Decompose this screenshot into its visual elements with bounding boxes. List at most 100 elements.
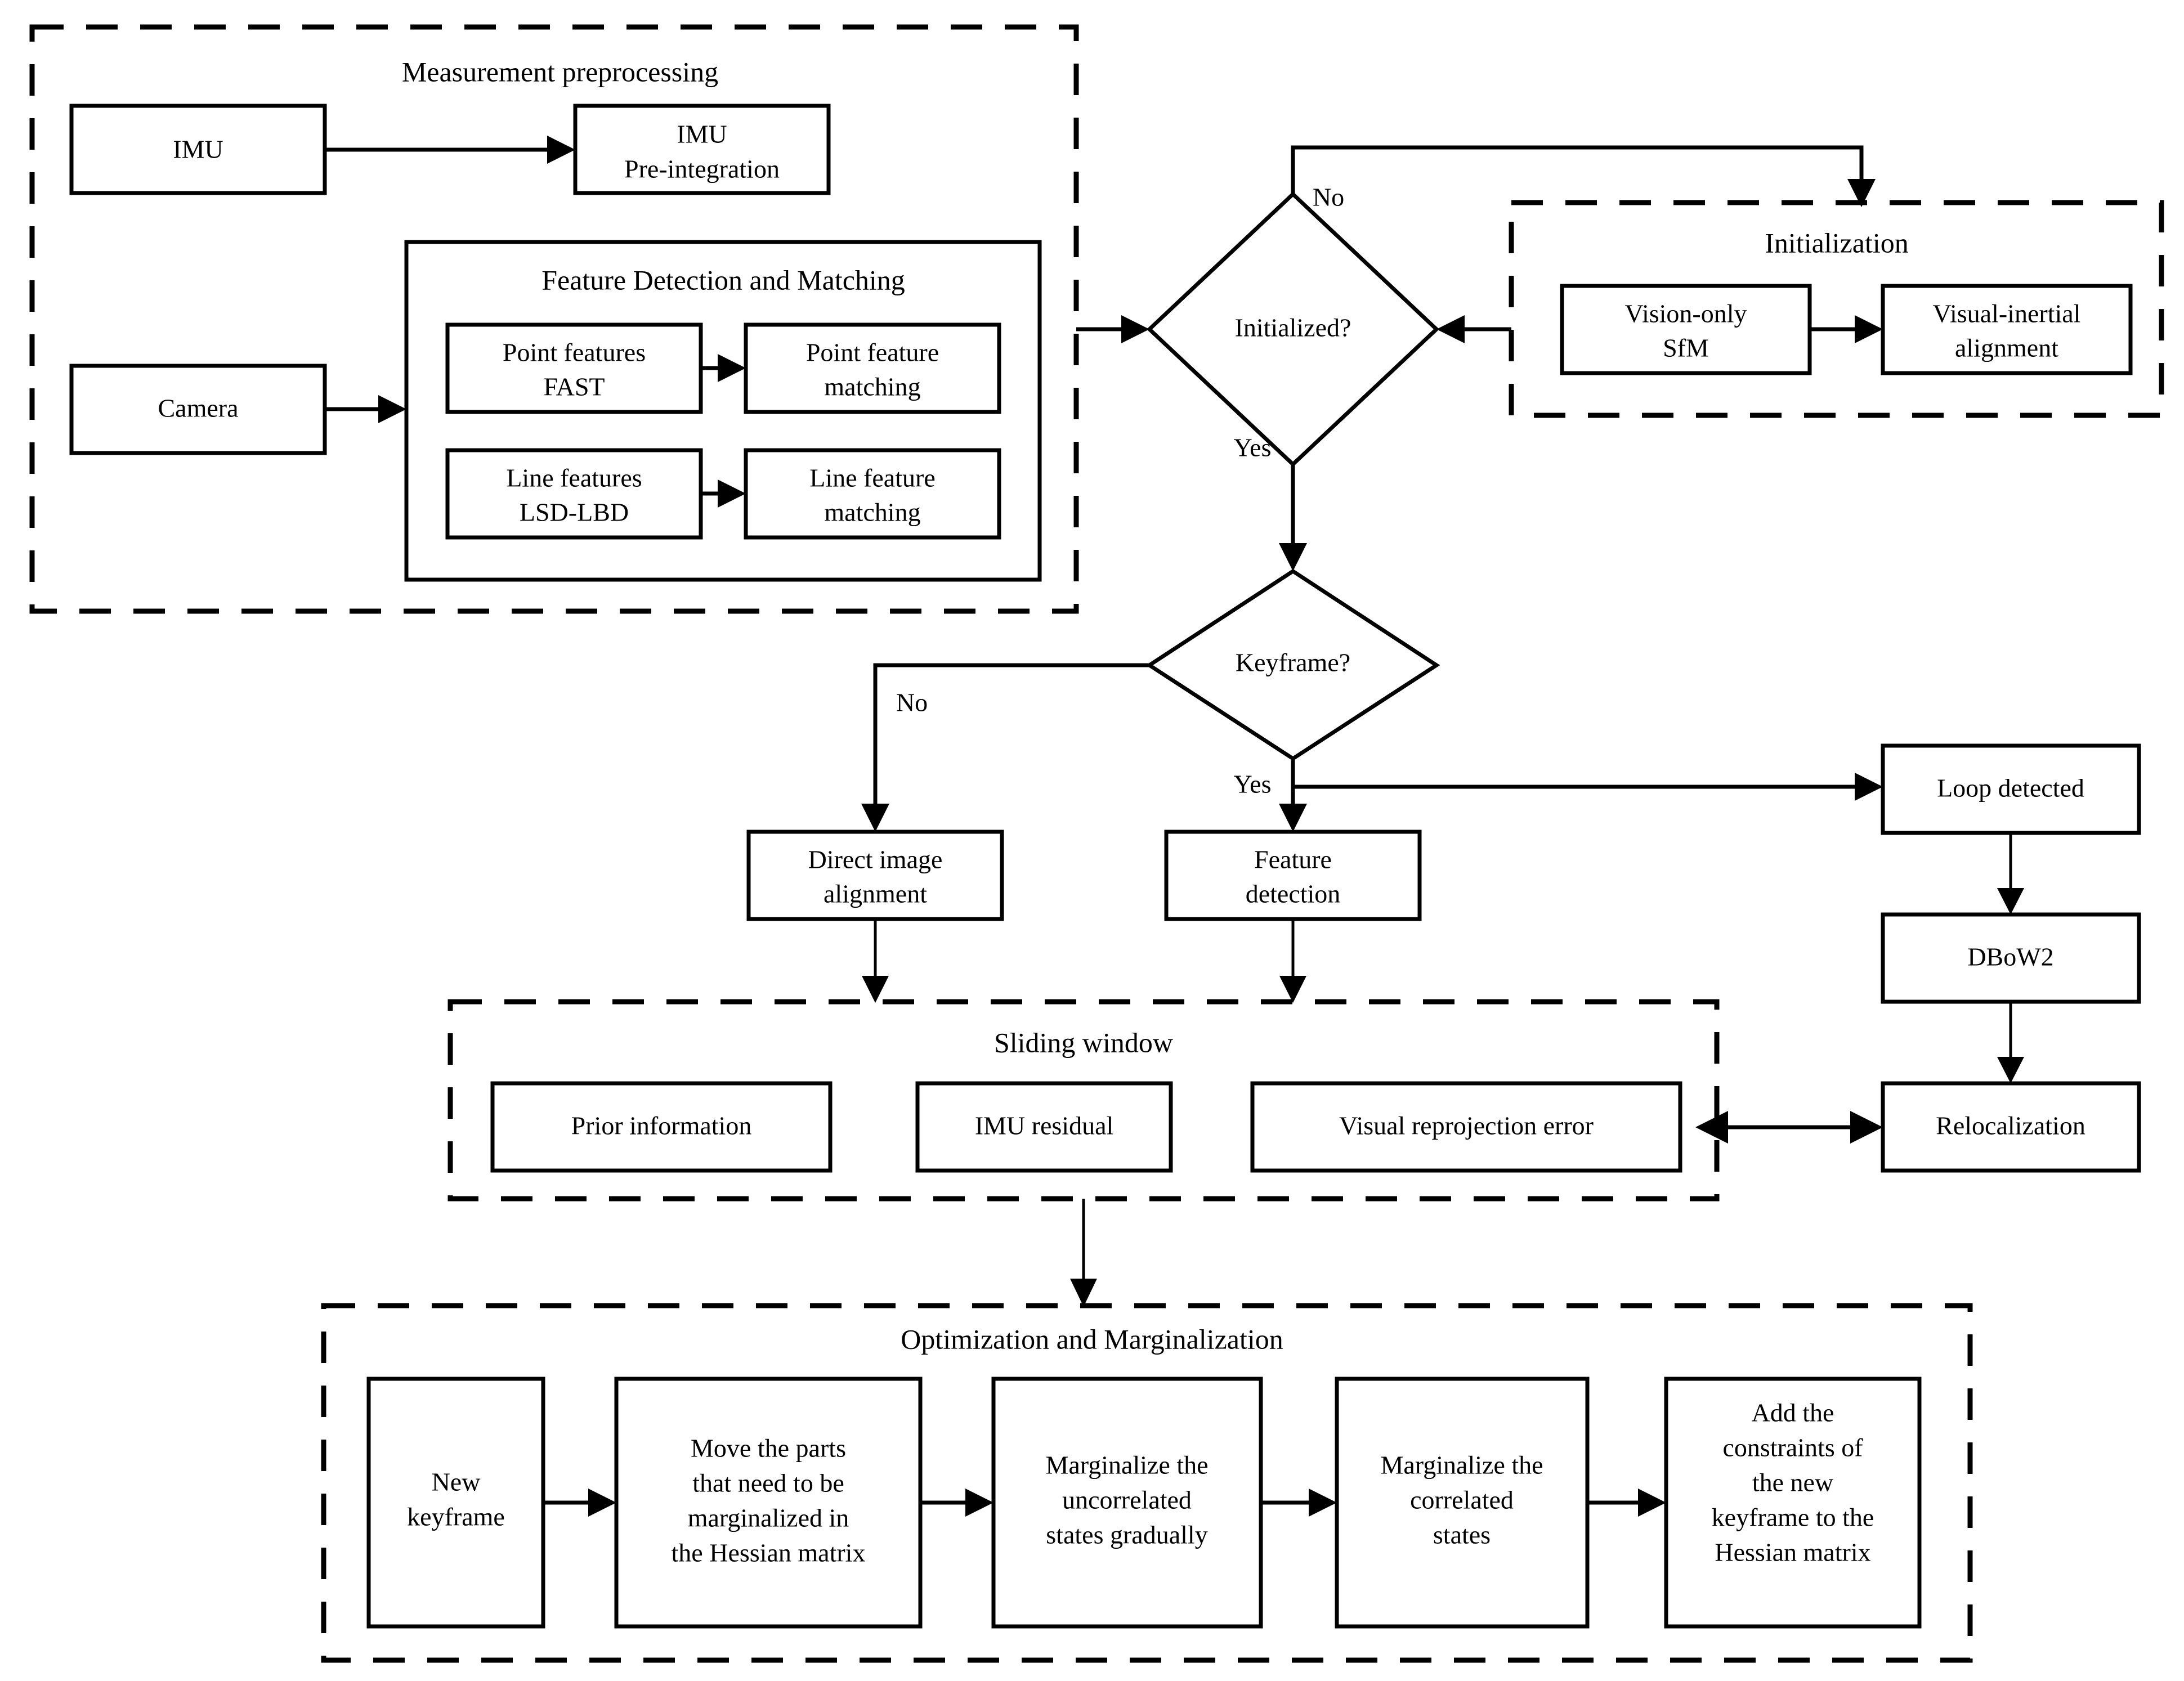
node-add-constraints-line5: Hessian matrix (1715, 1538, 1870, 1567)
group-title-initialization: Initialization (1765, 227, 1908, 258)
node-point-feature-matching-line1: Point feature (806, 338, 939, 367)
edge-label-initialized-yes: Yes (1234, 433, 1272, 462)
group-title-feature-detection-matching: Feature Detection and Matching (541, 264, 905, 295)
node-feature-detection-line1: Feature (1254, 845, 1332, 874)
node-new-keyframe-line1: New (432, 1468, 481, 1496)
arrowhead-initialized-no (1847, 179, 1876, 207)
node-move-parts-hessian[interactable] (614, 1377, 923, 1629)
arrowhead-keyframe-no (861, 804, 889, 832)
node-marginalize-correlated-line2: correlated (1410, 1486, 1514, 1514)
node-marginalize-uncorrelated-line3: states gradually (1046, 1521, 1207, 1549)
node-vision-only-sfm-line2: SfM (1663, 334, 1709, 362)
arrowhead-move-parts-to-marginalize-uncorrelated (965, 1489, 993, 1517)
arrowhead-line-features-to-matching (718, 479, 746, 508)
node-visual-reprojection-error-label: Visual reprojection error (1339, 1111, 1594, 1140)
node-keyframe-decision-label: Keyframe? (1236, 648, 1350, 677)
node-relocalization[interactable] (1881, 1081, 2141, 1173)
node-direct-image-alignment-line1: Direct image (808, 845, 943, 874)
node-imu-preintegration-line2: Pre-integration (624, 155, 780, 183)
node-imu-preintegration-line1: IMU (677, 120, 727, 149)
node-line-feature-matching-line1: Line feature (809, 464, 935, 492)
arrowhead-sliding-window-to-optimization (1070, 1279, 1097, 1307)
arrowhead-new-keyframe-to-move-parts (588, 1489, 616, 1517)
node-add-constraints[interactable] (1664, 1377, 1922, 1629)
edge-keyframe-no (873, 663, 1149, 815)
arrowhead-initialization-to-initialized (1436, 315, 1465, 343)
node-direct-image-alignment[interactable] (746, 830, 1004, 921)
group-optimization-marginalization (321, 1303, 1973, 1663)
edge-initialized-no (1291, 145, 1864, 194)
node-loop-detected-label: Loop detected (1937, 774, 2084, 803)
arrowhead-marginalize-correlated-to-add-constraints (1638, 1489, 1666, 1517)
node-line-features[interactable] (445, 448, 703, 540)
node-camera[interactable] (69, 364, 327, 455)
arrowhead-imu-to-preintegration (547, 136, 575, 164)
node-marginalize-correlated-line1: Marginalize the (1380, 1451, 1543, 1480)
node-visual-inertial-alignment-line1: Visual-inertial (1933, 299, 2081, 328)
node-direct-image-alignment-line2: alignment (824, 880, 927, 908)
edge-label-keyframe-no: No (896, 688, 928, 717)
node-dbow2-label: DBoW2 (1967, 943, 2053, 971)
group-title-sliding-window: Sliding window (994, 1026, 1173, 1058)
node-imu-residual[interactable] (915, 1081, 1173, 1173)
arrowhead-camera-to-fdm (378, 395, 406, 423)
node-move-parts-hessian-line1: Move the parts (691, 1434, 846, 1463)
arrowhead-loop-detected-to-dbow2 (1997, 888, 2024, 915)
arrowhead-sliding-window-left (1695, 1111, 1728, 1144)
node-prior-information-label: Prior information (571, 1111, 752, 1140)
node-move-parts-hessian-line4: the Hessian matrix (672, 1539, 866, 1567)
arrowhead-dbow2-to-relocalization (1997, 1057, 2024, 1083)
group-title-optimization-marginalization: Optimization and Marginalization (901, 1323, 1283, 1355)
arrowhead-direct-alignment-to-sliding-window (862, 976, 889, 1003)
node-visual-inertial-alignment-line2: alignment (1955, 334, 2058, 362)
node-marginalize-correlated[interactable] (1335, 1377, 1590, 1629)
node-line-features-line2: LSD-LBD (520, 498, 629, 527)
node-feature-detection-line2: detection (1246, 880, 1341, 908)
arrowhead-relocalization-right (1850, 1111, 1883, 1144)
node-imu-residual-label: IMU residual (975, 1111, 1114, 1140)
node-initialized-decision-label: Initialized? (1235, 313, 1351, 342)
node-loop-detected[interactable] (1881, 743, 2141, 835)
node-add-constraints-line3: the new (1752, 1468, 1834, 1497)
group-initialization (1509, 200, 2164, 418)
node-point-features-line2: FAST (543, 373, 605, 401)
node-line-features-line1: Line features (506, 464, 642, 492)
node-prior-information[interactable] (490, 1081, 833, 1173)
node-dbow2[interactable] (1881, 912, 2141, 1004)
arrowhead-feature-detection-to-sliding-window (1279, 976, 1306, 1003)
arrowhead-keyframe-yes (1279, 804, 1307, 832)
node-camera-label: Camera (158, 394, 238, 423)
node-feature-detection[interactable] (1164, 830, 1422, 921)
node-marginalize-uncorrelated-line2: uncorrelated (1062, 1486, 1192, 1514)
node-vision-only-sfm-line1: Vision-only (1624, 299, 1747, 328)
node-visual-inertial-alignment[interactable] (1881, 284, 2133, 375)
arrowhead-marginalize-uncorrelated-to-correlated (1309, 1489, 1337, 1517)
arrowhead-initialized-yes (1279, 543, 1307, 571)
node-point-feature-matching[interactable] (744, 322, 1001, 414)
node-line-feature-matching[interactable] (744, 448, 1001, 540)
edge-label-initialized-no: No (1313, 183, 1344, 212)
node-relocalization-label: Relocalization (1936, 1111, 2085, 1140)
node-visual-reprojection-error[interactable] (1250, 1081, 1682, 1173)
node-add-constraints-line4: keyframe to the (1712, 1503, 1874, 1532)
group-title-measurement-preprocessing: Measurement preprocessing (402, 56, 718, 87)
node-line-feature-matching-line2: matching (824, 498, 920, 527)
arrowhead-keyframe-to-loop-detected (1855, 773, 1883, 801)
node-point-features-line1: Point features (503, 338, 646, 367)
arrowhead-preprocessing-to-initialized (1121, 315, 1149, 343)
group-sliding-window (447, 999, 1720, 1202)
node-add-constraints-line1: Add the (1752, 1398, 1834, 1427)
node-imu-preintegration[interactable] (573, 104, 831, 195)
node-marginalize-uncorrelated-line1: Marginalize the (1045, 1451, 1208, 1480)
node-new-keyframe[interactable] (366, 1377, 545, 1629)
node-marginalize-correlated-line3: states (1433, 1521, 1491, 1549)
node-marginalize-uncorrelated[interactable] (991, 1377, 1263, 1629)
node-move-parts-hessian-line2: that need to be (692, 1469, 844, 1498)
node-imu-label: IMU (173, 135, 223, 164)
arrowhead-point-features-to-matching (718, 354, 746, 382)
node-point-feature-matching-line2: matching (824, 373, 920, 401)
edge-label-keyframe-yes: Yes (1234, 770, 1272, 799)
node-new-keyframe-line2: keyframe (407, 1503, 505, 1531)
